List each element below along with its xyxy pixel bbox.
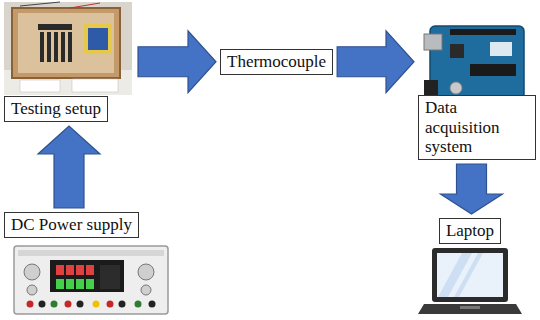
node-box: DC Power supply [4,212,174,318]
node-label: DC Power supply [4,212,139,238]
node-label: Thermocouple [220,49,333,75]
flow-arrow [441,164,503,214]
node-label: Data acquisition system [418,95,536,160]
flow-arrow [138,31,216,93]
node-box: Laptop [415,218,525,318]
node-box: Thermocouple [220,49,333,75]
laptop-icon [418,248,522,314]
testing-setup-photo [4,2,132,95]
node-box: Testing setup [4,0,134,122]
flow-arrow [38,126,100,208]
node-label: Laptop [439,218,501,244]
node-box: Data acquisition system [418,20,536,160]
flow-arrow [337,31,414,93]
node-label: Testing setup [4,96,108,122]
power-supply-photo [14,246,168,314]
